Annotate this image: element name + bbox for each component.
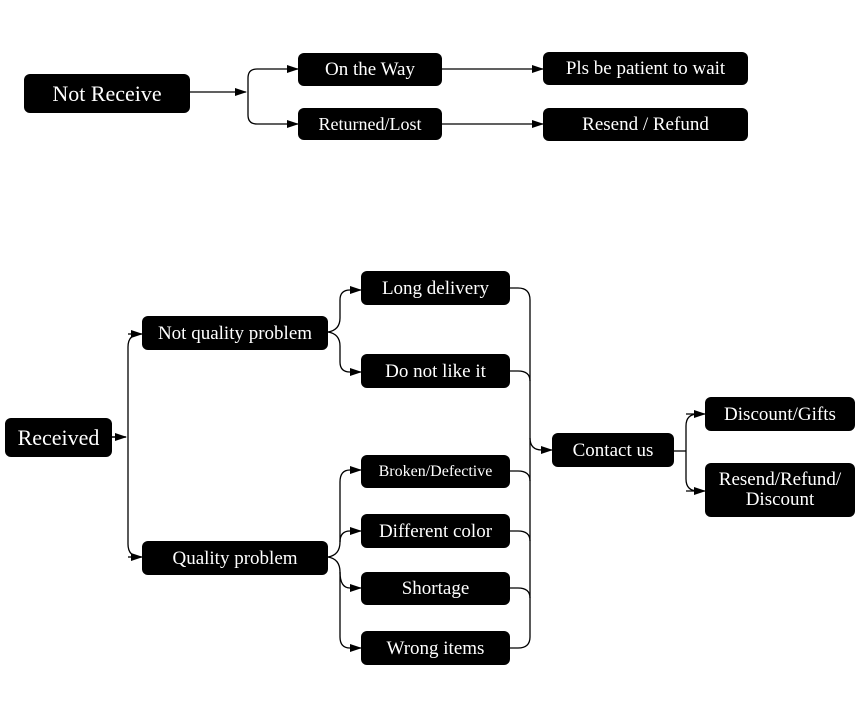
node-returned-lost: Returned/Lost: [298, 108, 442, 140]
connector-notquality-bracket: [327, 286, 362, 333]
node-resend-refund: Resend / Refund: [543, 108, 748, 141]
node-broken-defective: Broken/Defective: [361, 455, 510, 488]
connector-notquality-bracket-low: [327, 331, 362, 376]
node-on-the-way: On the Way: [298, 53, 442, 86]
node-resend-refund-discount: Resend/Refund/ Discount: [705, 463, 855, 517]
connector-contact-tick-broken: [510, 470, 531, 482]
node-quality-problem: Quality problem: [142, 541, 328, 575]
connector-contact-tick-color: [510, 530, 531, 542]
connector-arrow-contact: [529, 437, 553, 454]
node-do-not-like: Do not like it: [361, 354, 510, 388]
node-received: Received: [5, 418, 112, 457]
node-not-quality-problem: Not quality problem: [142, 316, 328, 350]
connector-quality-diffcolor: [339, 527, 362, 543]
connector-quality-down: [327, 556, 362, 652]
node-shortage: Shortage: [361, 572, 510, 605]
node-patient-wait: Pls be patient to wait: [543, 52, 748, 85]
node-contact-us: Contact us: [552, 433, 674, 467]
connector-to-on-the-way: [247, 68, 258, 125]
node-different-color: Different color: [361, 514, 510, 548]
node-wrong-items: Wrong items: [361, 631, 510, 665]
connector-contact-tick-shortage: [510, 587, 531, 599]
connector-contact-tick-long: [510, 370, 531, 382]
node-discount-gifts: Discount/Gifts: [705, 397, 855, 431]
connector-contact-bracket: [510, 287, 531, 649]
node-long-delivery: Long delivery: [361, 271, 510, 305]
connector-received-bracket: [127, 333, 142, 558]
connector-quality-shortage: [339, 571, 362, 592]
connector-quality-up: [327, 466, 362, 558]
connector-outcome-bracket: [685, 413, 699, 492]
node-not-receive: Not Receive: [24, 74, 190, 113]
